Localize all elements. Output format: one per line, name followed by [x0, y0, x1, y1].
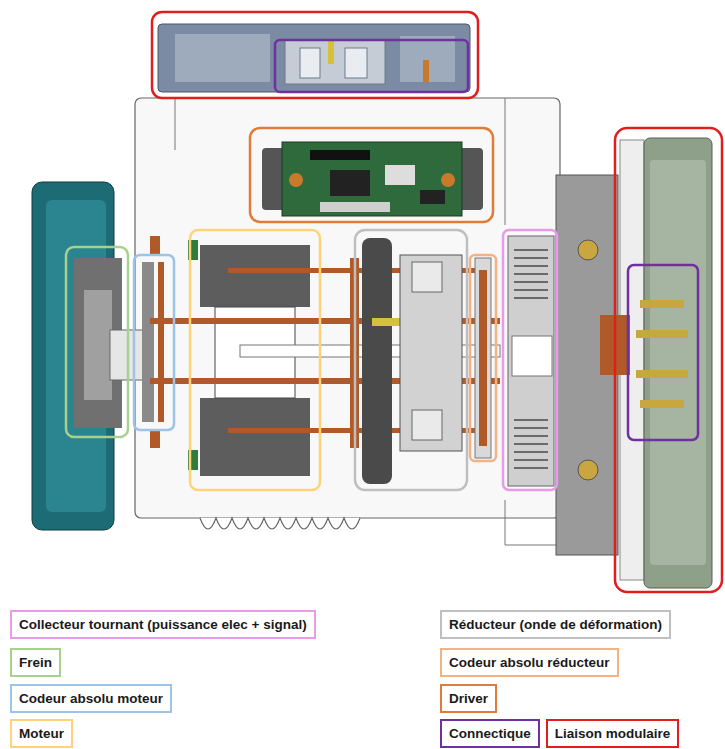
legend-swatch: Codeur absolu réducteur	[440, 648, 619, 677]
motor-encoder-part	[150, 236, 160, 254]
output-flange-part	[640, 400, 684, 408]
output-flange-part	[636, 370, 688, 378]
reducer-encoder	[475, 258, 491, 458]
motor-encoder	[142, 236, 164, 448]
driver-board-part	[441, 173, 455, 187]
driver-board-part	[282, 142, 462, 216]
highlight-outlines-part	[355, 230, 467, 490]
legend-text: Collecteur tournant (puissance elec + si…	[19, 617, 307, 632]
output-flange	[556, 138, 712, 588]
legend-swatch: Frein	[10, 648, 61, 677]
brake	[74, 258, 150, 428]
legend-text: Driver	[449, 691, 488, 706]
brake-part	[84, 290, 112, 400]
top-connector-part	[345, 48, 367, 78]
legend-swatch: Liaison modulaire	[546, 719, 680, 748]
housing-part	[135, 98, 560, 518]
motor-encoder-part	[142, 262, 154, 422]
top-connector-part	[400, 36, 455, 82]
harmonic-reducer-part	[412, 410, 442, 440]
driver-board-part	[320, 202, 390, 212]
harmonic-reducer-part	[372, 318, 402, 326]
slip-ring-part	[508, 236, 554, 486]
output-flange-part	[578, 460, 598, 480]
driver-board-part	[289, 173, 303, 187]
legend-text: Frein	[19, 655, 52, 670]
slip-ring	[508, 236, 554, 486]
highlight-outlines-part	[503, 230, 557, 490]
highlight-outlines-part	[275, 40, 468, 92]
top-connector-part	[328, 40, 334, 64]
driver-board-part	[330, 170, 370, 196]
legend-swatch: Réducteur (onde de déformation)	[440, 610, 671, 639]
harmonic-reducer-part	[412, 262, 442, 292]
top-connector-part	[423, 60, 429, 82]
highlight-outlines-part	[190, 230, 320, 490]
legend-text: Codeur absolu réducteur	[449, 655, 610, 670]
harmonic-reducer	[350, 238, 462, 484]
top-connector-part	[285, 40, 385, 84]
reducer-encoder-part	[479, 270, 487, 446]
legend-text: Connectique	[449, 726, 531, 741]
top-connector-part	[175, 34, 270, 82]
top-connector-part	[300, 48, 320, 78]
motor-encoder-part	[150, 430, 160, 448]
legend-text: Codeur absolu moteur	[19, 691, 163, 706]
legend-swatch: Collecteur tournant (puissance elec + si…	[10, 610, 316, 639]
output-flange-part	[636, 330, 688, 338]
highlight-outlines-part	[134, 255, 174, 430]
highlight-outlines-part	[615, 128, 722, 592]
highlight-outlines-part	[470, 255, 496, 461]
legend-swatch: Driver	[440, 684, 497, 713]
housing-part	[200, 518, 360, 529]
output-flange-part	[578, 240, 598, 260]
output-flange-part	[640, 300, 684, 308]
highlight-outlines-part	[152, 12, 478, 98]
driver-board	[262, 142, 483, 216]
motor-encoder-part	[158, 262, 164, 422]
slip-ring-part	[512, 336, 552, 376]
output-flange-part	[644, 138, 712, 588]
driver-board-part	[385, 165, 415, 185]
top-connector	[158, 24, 470, 92]
harmonic-reducer-part	[400, 255, 462, 451]
highlight-outlines-part	[250, 128, 493, 222]
harmonic-reducer-part	[362, 238, 392, 484]
housing	[135, 98, 560, 545]
motor-part	[200, 245, 310, 307]
legend-text: Liaison modulaire	[555, 726, 671, 741]
legend-swatch: Moteur	[10, 719, 73, 748]
top-connector-part	[158, 24, 470, 92]
driver-board-part	[420, 190, 445, 204]
motor	[188, 240, 310, 476]
reducer-encoder-part	[475, 258, 491, 458]
highlight-outlines-part	[66, 247, 128, 437]
legend-text: Réducteur (onde de déformation)	[449, 617, 662, 632]
rear-cap-part	[32, 182, 114, 530]
rear-cap	[32, 182, 114, 530]
highlight-outlines-part	[628, 265, 698, 440]
legend-text: Moteur	[19, 726, 64, 741]
legend-swatch: Codeur absolu moteur	[10, 684, 172, 713]
legend-swatch: Connectique	[440, 719, 540, 748]
driver-board-part	[310, 150, 370, 160]
highlight-outlines	[66, 12, 722, 592]
motor-part	[200, 398, 310, 476]
